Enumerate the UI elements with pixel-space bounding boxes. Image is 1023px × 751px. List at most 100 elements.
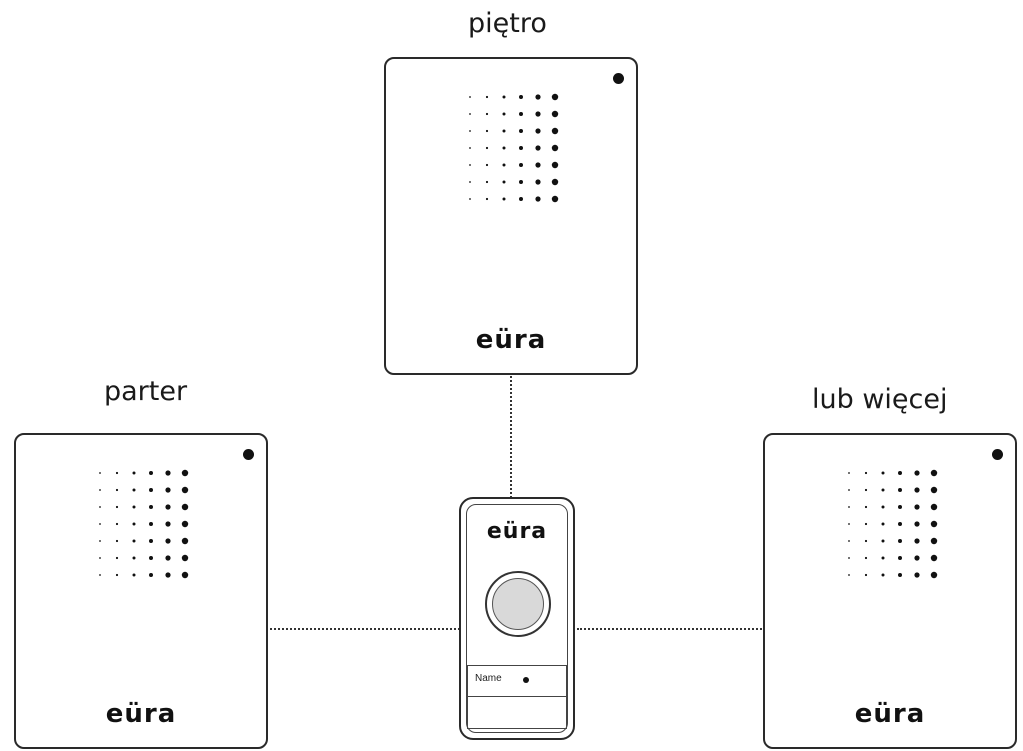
speaker-grille-dot [898, 573, 902, 577]
speaker-grille-dot [149, 573, 153, 577]
speaker-grille-dot [132, 573, 136, 577]
speaker-grille-dot [132, 522, 136, 526]
speaker-grille-dot [132, 488, 136, 492]
speaker-grille-dot [469, 164, 471, 166]
bell-button-icon[interactable] [485, 571, 551, 637]
speaker-grille-dot [115, 556, 119, 560]
speaker-grille-dot [551, 161, 559, 169]
speaker-grille-dot [99, 523, 101, 525]
speaker-grille-icon [469, 93, 559, 203]
speaker-grille-dot [132, 556, 136, 560]
speaker-grille-dot [881, 488, 885, 492]
speaker-grille-dot [898, 471, 902, 475]
speaker-grille-dot [469, 147, 471, 149]
speaker-grille-dot [165, 538, 171, 544]
speaker-grille-dot [502, 163, 506, 167]
speaker-grille-dot [469, 198, 471, 200]
label-ground-floor: parter [104, 376, 188, 407]
speaker-grille-icon [99, 469, 189, 579]
speaker-grille-dot [115, 488, 119, 492]
speaker-grille-dot [864, 505, 868, 509]
speaker-grille-dot [165, 555, 171, 561]
speaker-grille-dot [115, 522, 119, 526]
speaker-grille-dot [848, 574, 850, 576]
chime-unit-ground-floor: eüra [14, 433, 268, 749]
speaker-grille-dot [149, 556, 153, 560]
chime-unit-additional: eüra [763, 433, 1017, 749]
chime-unit-upper-floor: eüra [384, 57, 638, 375]
speaker-grille-dot [99, 574, 101, 576]
brand-logo: eüra [105, 699, 177, 729]
speaker-grille-dot [881, 573, 885, 577]
speaker-grille-dot [485, 95, 489, 99]
speaker-grille-dot [881, 471, 885, 475]
label-or-more: lub więcej [812, 384, 948, 415]
speaker-grille-dot [485, 197, 489, 201]
speaker-grille-dot [898, 505, 902, 509]
speaker-grille-dot [165, 504, 171, 510]
speaker-grille-dot [149, 488, 153, 492]
led-indicator-icon [523, 677, 529, 683]
name-plate-label: Name [475, 673, 502, 684]
speaker-grille-dot [930, 554, 938, 562]
speaker-grille-dot [115, 505, 119, 509]
speaker-grille-dot [485, 163, 489, 167]
wireless-link-top [510, 376, 512, 498]
speaker-grille-dot [519, 95, 523, 99]
speaker-grille-dot [485, 129, 489, 133]
speaker-grille-dot [881, 556, 885, 560]
speaker-grille-dot [181, 503, 189, 511]
speaker-grille-dot [551, 127, 559, 135]
speaker-grille-dot [502, 112, 506, 116]
speaker-grille-dot [149, 522, 153, 526]
speaker-grille-dot [864, 556, 868, 560]
speaker-grille-dot [181, 554, 189, 562]
speaker-grille-dot [914, 470, 920, 476]
speaker-grille-dot [551, 144, 559, 152]
speaker-grille-dot [914, 521, 920, 527]
speaker-grille-dot [881, 505, 885, 509]
speaker-grille-dot [132, 471, 136, 475]
speaker-grille-dot [864, 539, 868, 543]
speaker-grille-dot [181, 486, 189, 494]
speaker-grille-dot [930, 571, 938, 579]
speaker-grille-dot [914, 538, 920, 544]
speaker-grille-dot [502, 180, 506, 184]
speaker-grille-dot [551, 178, 559, 186]
speaker-grille-dot [469, 96, 471, 98]
speaker-grille-dot [502, 197, 506, 201]
speaker-grille-dot [898, 556, 902, 560]
speaker-grille-dot [551, 110, 559, 118]
speaker-grille-dot [848, 489, 850, 491]
speaker-grille-dot [535, 94, 541, 100]
speaker-grille-dot [519, 146, 523, 150]
speaker-grille-dot [149, 539, 153, 543]
speaker-grille-dot [132, 539, 136, 543]
speaker-grille-dot [469, 113, 471, 115]
speaker-grille-dot [502, 129, 506, 133]
speaker-grille-dot [181, 469, 189, 477]
speaker-grille-dot [469, 181, 471, 183]
speaker-grille-dot [99, 489, 101, 491]
led-indicator-icon [613, 73, 624, 84]
speaker-grille-dot [864, 488, 868, 492]
speaker-grille-dot [115, 539, 119, 543]
push-button-inner-frame [466, 504, 568, 733]
speaker-grille-dot [864, 573, 868, 577]
speaker-grille-dot [848, 472, 850, 474]
speaker-grille-dot [535, 179, 541, 185]
doorbell-push-button: eüra Name [459, 497, 575, 740]
speaker-grille-dot [165, 572, 171, 578]
speaker-grille-dot [535, 196, 541, 202]
speaker-grille-dot [485, 112, 489, 116]
speaker-grille-dot [535, 162, 541, 168]
speaker-grille-dot [881, 539, 885, 543]
speaker-grille-dot [519, 163, 523, 167]
speaker-grille-dot [519, 197, 523, 201]
speaker-grille-dot [930, 520, 938, 528]
speaker-grille-dot [864, 471, 868, 475]
speaker-grille-dot [881, 522, 885, 526]
brand-logo: eüra [486, 519, 548, 544]
speaker-grille-dot [914, 487, 920, 493]
speaker-grille-dot [914, 555, 920, 561]
